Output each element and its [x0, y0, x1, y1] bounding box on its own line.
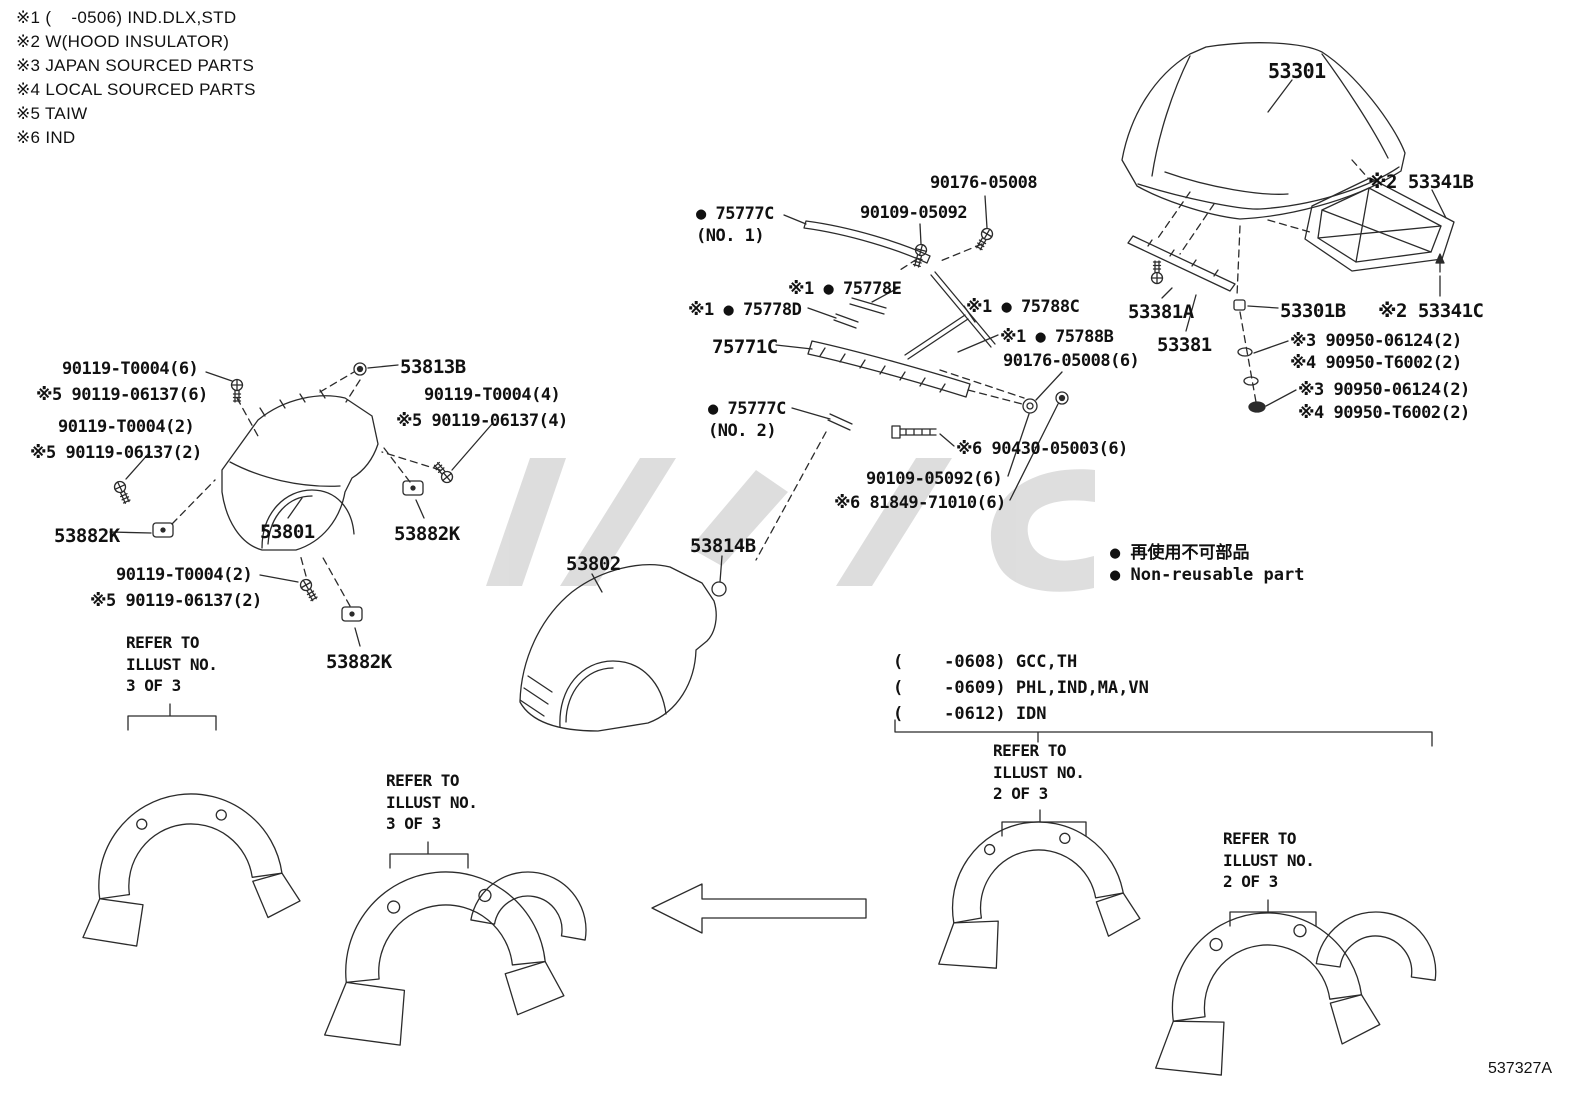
- part-label-75778e: ※1 ● 75778E: [788, 279, 902, 299]
- refer-block-right-top: REFER TO ILLUST NO. 2 OF 3: [993, 741, 1085, 804]
- hood-insulator-outline: [1304, 177, 1455, 297]
- legend-note-2: ※2 W(HOOD INSULATOR): [16, 32, 230, 51]
- part-label-53301b: 53301B: [1280, 300, 1346, 322]
- part-label-90176-05008-6: 90176-05008(6): [1003, 351, 1140, 371]
- part-label-90109-05092-6: 90109-05092(6): [866, 469, 1003, 489]
- part-label-90430-05003: ※6 90430-05003(6): [956, 439, 1128, 459]
- leader-lines: [775, 79, 1447, 501]
- part-label-53882k-a: 53882K: [54, 525, 120, 547]
- legend-note-6: ※6 IND: [16, 128, 76, 147]
- part-label-90119-06137-4: ※5 90119-06137(4): [396, 411, 568, 431]
- fender-lh-fasteners: [109, 362, 493, 647]
- refer-bracket-left-top: [127, 703, 217, 731]
- drawing-number: 537327A: [1488, 1060, 1553, 1077]
- non-reusable-legend-jp: ● 再使用不可部品: [1110, 543, 1250, 563]
- part-label-53301: 53301: [1268, 59, 1326, 83]
- part-label-53381: 53381: [1157, 334, 1212, 356]
- part-label-53341c: ※2 53341C: [1378, 300, 1484, 322]
- part-label-90119-t0004-4: 90119-T0004(4): [424, 385, 561, 405]
- part-label-90119-06137-2a: ※5 90119-06137(2): [30, 443, 202, 463]
- part-label-53341b: ※2 53341B: [1368, 171, 1474, 193]
- part-label-90119-06137-2b: ※5 90119-06137(2): [90, 591, 262, 611]
- fender-lh-outline: [221, 389, 379, 551]
- part-label-75777c-no1: ● 75777C (NO. 1): [696, 204, 774, 247]
- refer-block-right-bottom: REFER TO ILLUST NO. 2 OF 3: [1223, 829, 1315, 892]
- part-label-75771c: 75771C: [712, 336, 778, 358]
- refer-bracket-right-bottom: [1229, 899, 1317, 927]
- direction-arrow: [651, 883, 867, 934]
- fender-liner-2: [324, 871, 587, 1046]
- part-label-53802: 53802: [566, 553, 621, 575]
- fender-liner-4: [1155, 911, 1437, 1076]
- fender-rh-outline: [519, 555, 727, 732]
- refer-bracket-right-top: [1001, 809, 1087, 837]
- non-reusable-legend-en: ● Non-reusable part: [1110, 565, 1305, 585]
- part-label-53882k-c: 53882K: [326, 651, 392, 673]
- date-code-3: ( -0612) IDN: [893, 704, 1047, 724]
- hood-seal-strip: [1127, 235, 1236, 292]
- part-label-53814b: 53814B: [690, 535, 756, 557]
- cowl-seal-strips: [803, 220, 996, 431]
- part-label-53801: 53801: [260, 521, 315, 543]
- refer-block-left-top: REFER TO ILLUST NO. 3 OF 3: [126, 633, 218, 696]
- part-label-90119-t0004-2a: 90119-T0004(2): [58, 417, 195, 437]
- part-label-75788b: ※1 ● 75788B: [1000, 327, 1114, 347]
- part-label-53381a: 53381A: [1128, 301, 1194, 323]
- hood-outline: [1121, 42, 1406, 220]
- cowl-fasteners: [891, 391, 1069, 439]
- part-label-75777c-no2: ● 75777C (NO. 2): [708, 399, 786, 442]
- part-label-53882k-b: 53882K: [394, 523, 460, 545]
- part-label-75788c: ※1 ● 75788C: [966, 297, 1080, 317]
- part-label-90950-t6002-a: ※4 90950-T6002(2): [1290, 353, 1462, 373]
- part-label-90950-t6002-b: ※4 90950-T6002(2): [1298, 403, 1470, 423]
- refer-block-left-bottom: REFER TO ILLUST NO. 3 OF 3: [386, 771, 478, 834]
- part-label-90950-06124-b: ※3 90950-06124(2): [1298, 380, 1470, 400]
- date-code-1: ( -0608) GCC,TH: [893, 652, 1078, 672]
- legend-note-3: ※3 JAPAN SOURCED PARTS: [16, 56, 255, 75]
- part-label-90950-06124-a: ※3 90950-06124(2): [1290, 331, 1462, 351]
- legend-note-1: ※1 ( -0506) IND.DLX,STD: [16, 8, 237, 27]
- date-code-bracket: [894, 719, 1433, 747]
- fender-liner-1: [82, 793, 301, 947]
- part-label-53813b: 53813B: [400, 356, 466, 378]
- part-label-90176-05008: 90176-05008: [930, 173, 1038, 193]
- watermark-logo: [486, 458, 1095, 592]
- legend-note-4: ※4 LOCAL SOURCED PARTS: [16, 80, 256, 99]
- legend-notes: ※1 ( -0506) IND.DLX,STD ※2 W(HOOD INSULA…: [16, 8, 256, 152]
- hood-clip-and-grommets: [1233, 225, 1266, 413]
- refer-bracket-left-bottom: [389, 841, 469, 869]
- part-label-90119-t0004-6: 90119-T0004(6): [62, 359, 199, 379]
- date-code-2: ( -0609) PHL,IND,MA,VN: [893, 678, 1149, 698]
- part-label-90109-05092: 90109-05092: [860, 203, 968, 223]
- fender-liner-3: [938, 821, 1141, 969]
- part-label-90119-06137-6: ※5 90119-06137(6): [36, 385, 208, 405]
- part-label-75778d: ※1 ● 75778D: [688, 300, 802, 320]
- dashed-construction-lines: [755, 159, 1369, 561]
- part-label-90119-t0004-2b: 90119-T0004(2): [116, 565, 253, 585]
- louver-strip: [807, 340, 971, 398]
- legend-note-5: ※5 TAIW: [16, 104, 88, 123]
- part-label-81849-71010: ※6 81849-71010(6): [834, 493, 1006, 513]
